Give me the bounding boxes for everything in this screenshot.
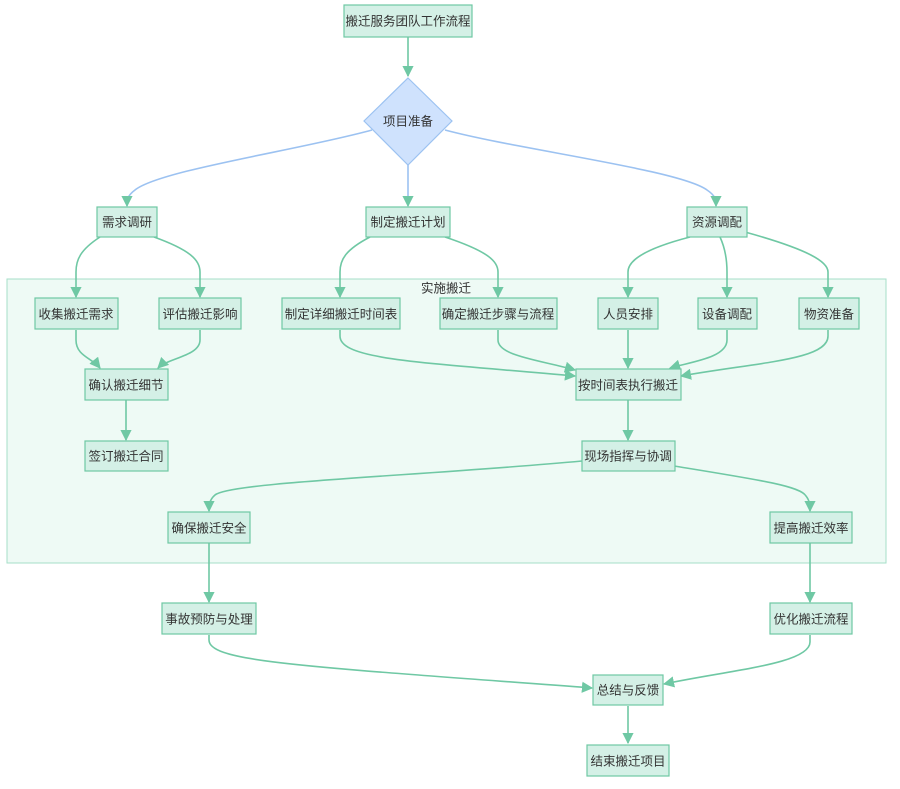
node-summary[interactable]: 总结与反馈 — [592, 674, 664, 706]
edge-command-safety — [203, 460, 583, 513]
node-label: 现场指挥与协调 — [584, 449, 672, 464]
edge-command-efficiency — [673, 465, 816, 513]
edge-prep-resource — [444, 129, 722, 208]
node-command[interactable]: 现场指挥与协调 — [581, 440, 676, 472]
edge-survey-assess — [153, 236, 206, 299]
edge-schedule-execute — [339, 330, 577, 381]
node-label: 确认搬迁细节 — [88, 378, 163, 393]
node-end[interactable]: 结束搬迁项目 — [586, 744, 670, 777]
edge-plan-schedule — [334, 236, 371, 299]
node-label: 资源调配 — [692, 215, 743, 230]
node-safety[interactable]: 确保搬迁安全 — [167, 511, 251, 544]
node-equip[interactable]: 设备调配 — [697, 297, 758, 330]
node-resource[interactable]: 资源调配 — [686, 206, 748, 238]
node-staff[interactable]: 人员安排 — [597, 297, 659, 330]
node-label: 确保搬迁安全 — [171, 521, 247, 536]
edge-material-execute — [679, 330, 829, 380]
node-material[interactable]: 物资准备 — [798, 297, 860, 330]
edge-optimize-summary — [662, 635, 811, 688]
node-label: 物资准备 — [804, 307, 855, 322]
node-schedule[interactable]: 制定详细搬迁时间表 — [281, 297, 401, 330]
node-survey[interactable]: 需求调研 — [96, 206, 158, 238]
edge-survey-collect — [70, 236, 101, 299]
node-accident[interactable]: 事故预防与处理 — [161, 602, 257, 635]
node-optimize[interactable]: 优化搬迁流程 — [769, 602, 853, 635]
edge-collect-confirm — [75, 330, 101, 369]
node-label: 优化搬迁流程 — [773, 612, 849, 627]
node-label: 总结与反馈 — [597, 683, 660, 698]
node-label: 项目准备 — [383, 114, 434, 129]
edge-accident-summary — [208, 635, 594, 693]
edge-steps-execute — [497, 330, 577, 373]
node-execute[interactable]: 按时间表执行搬迁 — [575, 368, 682, 401]
nodes: 搬迁服务团队工作流程 项目准备 需求调研 制定搬迁计划 资源调配 收集搬迁需求 … — [34, 4, 860, 777]
node-label: 搬迁服务团队工作流程 — [345, 14, 471, 29]
node-efficiency[interactable]: 提高搬迁效率 — [769, 511, 853, 544]
node-steps[interactable]: 确定搬迁步骤与流程 — [439, 297, 558, 330]
node-label: 结束搬迁项目 — [590, 754, 665, 769]
edge-resource-material — [744, 231, 834, 299]
edge-resource-equip — [719, 236, 733, 299]
node-label: 事故预防与处理 — [165, 612, 253, 627]
edge-equip-execute — [668, 330, 728, 371]
node-label: 提高搬迁效率 — [773, 521, 848, 536]
node-assess[interactable]: 评估搬迁影响 — [158, 297, 242, 330]
edge-prep-survey — [121, 129, 373, 208]
node-label: 制定详细搬迁时间表 — [285, 307, 398, 322]
edge-plan-steps — [444, 236, 504, 299]
node-label: 收集搬迁需求 — [38, 307, 114, 322]
node-label: 签订搬迁合同 — [88, 449, 163, 464]
node-contract[interactable]: 签订搬迁合同 — [84, 440, 169, 472]
node-project-prep-decision[interactable]: 项目准备 — [363, 77, 453, 166]
node-label: 制定搬迁计划 — [370, 215, 445, 230]
node-confirm[interactable]: 确认搬迁细节 — [84, 368, 169, 401]
edges — [70, 37, 834, 745]
cluster-label: 实施搬迁 — [421, 281, 472, 296]
node-label: 评估搬迁影响 — [162, 307, 237, 322]
node-start[interactable]: 搬迁服务团队工作流程 — [343, 4, 473, 38]
edge-resource-staff — [622, 236, 691, 299]
node-label: 按时间表执行搬迁 — [578, 378, 679, 393]
node-plan[interactable]: 制定搬迁计划 — [365, 206, 451, 238]
node-label: 需求调研 — [102, 215, 152, 230]
node-label: 设备调配 — [702, 307, 753, 322]
edge-assess-confirm — [157, 330, 201, 369]
node-collect[interactable]: 收集搬迁需求 — [34, 297, 119, 330]
node-label: 人员安排 — [603, 307, 654, 322]
node-label: 确定搬迁步骤与流程 — [442, 307, 555, 322]
